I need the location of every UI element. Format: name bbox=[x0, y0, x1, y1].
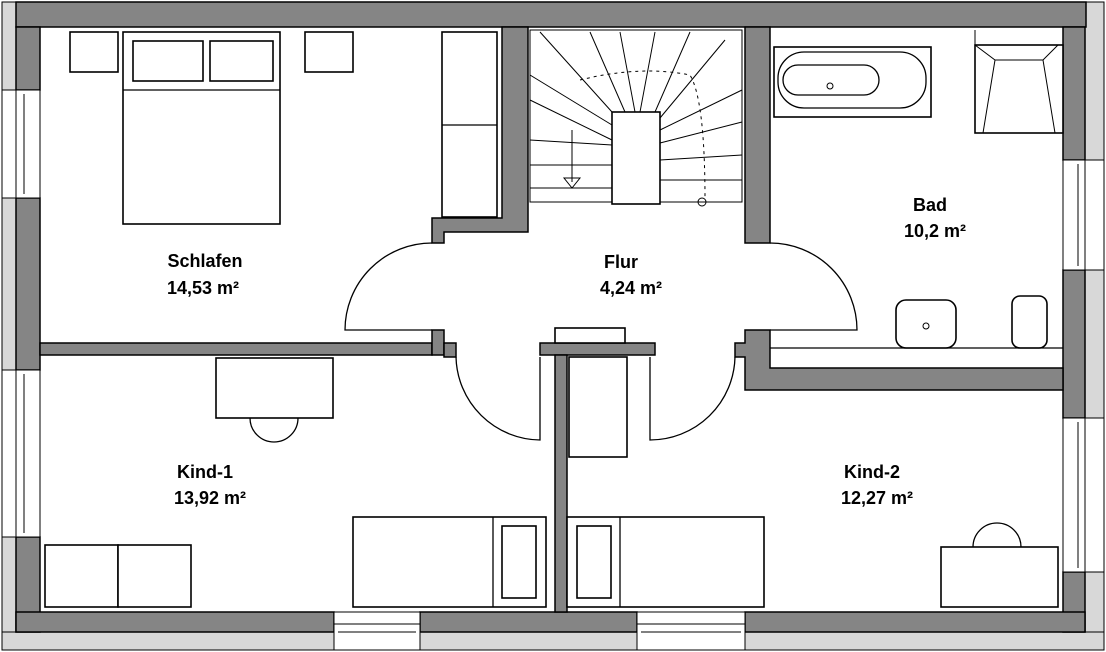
exterior-walls bbox=[15, 1, 1087, 633]
room-area-flur: 4,24 m² bbox=[600, 278, 662, 298]
shelf bbox=[117, 544, 192, 608]
room-name-flur: Flur bbox=[604, 252, 638, 272]
desk bbox=[940, 546, 1059, 608]
door-bad bbox=[769, 242, 858, 331]
window-kind2 bbox=[1062, 417, 1105, 573]
room-area-kind1: 13,92 m² bbox=[174, 488, 246, 508]
shelf bbox=[44, 544, 119, 608]
nightstand bbox=[69, 31, 119, 73]
doors bbox=[344, 242, 858, 441]
windows bbox=[1, 89, 1105, 651]
door-kind1 bbox=[455, 356, 541, 441]
pillow bbox=[209, 40, 274, 82]
room-area-schlafen: 14,53 m² bbox=[167, 278, 239, 298]
window-kind1 bbox=[1, 369, 41, 538]
interior-walls bbox=[39, 26, 1064, 613]
wardrobe-kind2 bbox=[568, 356, 628, 458]
staircase bbox=[529, 29, 743, 207]
nightstand bbox=[304, 31, 354, 73]
door-schlafen bbox=[344, 242, 433, 331]
window-schlafen bbox=[1, 89, 41, 199]
window-kind1-bottom bbox=[333, 611, 421, 651]
room-area-bad: 10,2 m² bbox=[904, 221, 966, 241]
chair bbox=[249, 417, 299, 443]
room-name-kind1: Kind-1 bbox=[177, 462, 233, 482]
furniture bbox=[44, 30, 1064, 608]
desk bbox=[215, 357, 334, 419]
window-bad bbox=[1062, 159, 1105, 271]
shower bbox=[974, 44, 1064, 134]
room-name-bad: Bad bbox=[913, 195, 947, 215]
room-name-schlafen: Schlafen bbox=[167, 251, 242, 271]
pillow bbox=[132, 40, 204, 82]
room-area-kind2: 12,27 m² bbox=[841, 488, 913, 508]
room-name-kind2: Kind-2 bbox=[844, 462, 900, 482]
window-kind2-bottom bbox=[636, 611, 746, 651]
bathtub bbox=[773, 46, 932, 118]
room-labels: Schlafen 14,53 m² Flur 4,24 m² Bad 10,2 … bbox=[167, 195, 966, 508]
toilet bbox=[1011, 295, 1048, 349]
door-kind2 bbox=[649, 356, 736, 441]
washbasin bbox=[895, 299, 957, 349]
chair bbox=[972, 522, 1022, 548]
